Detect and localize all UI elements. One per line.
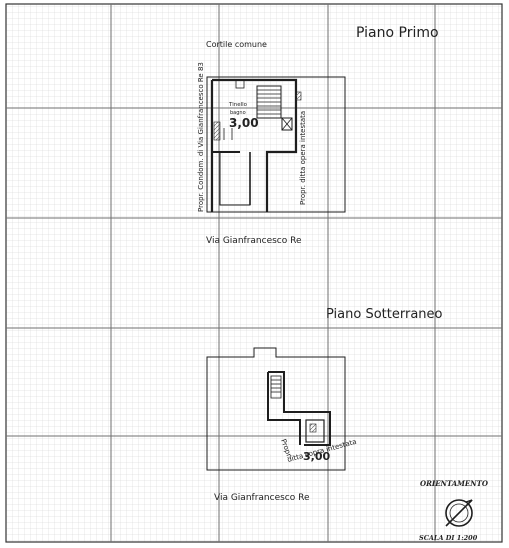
sheet-border	[5, 3, 503, 543]
major-grid	[6, 4, 502, 542]
upper-floor-title: Piano Primo	[356, 25, 439, 41]
street-label-lower: Via Gianfrancesco Re	[214, 493, 310, 503]
orientation-label: ORIENTAMENTO	[420, 479, 489, 488]
fine-grid	[6, 4, 502, 542]
upper-floor-plan	[206, 76, 346, 213]
neighbor-left-label: Propr. Condom. di Via Gianfrancesco Re 8…	[197, 62, 205, 212]
neighbor-right-label: Propr. ditta opera intestata	[299, 111, 307, 205]
street-label-upper: Via Gianfrancesco Re	[206, 236, 302, 246]
room-label: Tinello	[228, 102, 248, 108]
room-sub-label: bagno	[230, 110, 246, 116]
scale-label: SCALA DI 1:200	[419, 534, 478, 542]
north-arrow-icon	[445, 499, 473, 527]
lower-floor-plan	[206, 347, 346, 471]
lower-floor-title: Piano Sotterraneo	[326, 307, 443, 322]
upper-height-label: 3,00	[229, 116, 259, 130]
courtyard-label: Cortile comune	[206, 40, 267, 49]
lower-height-label: 3,00	[303, 450, 330, 463]
